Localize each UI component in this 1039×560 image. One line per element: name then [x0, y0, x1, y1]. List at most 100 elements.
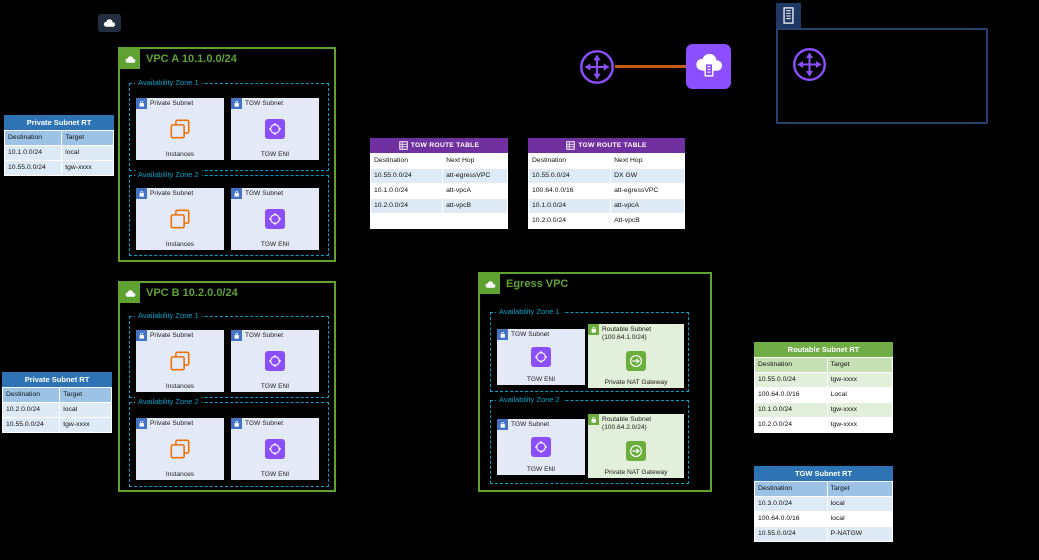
private-nat-gateway-icon	[588, 434, 684, 467]
resource-label: TGW ENI	[260, 471, 290, 478]
table-cell: Destination	[371, 154, 444, 169]
vpc-b-az1: Availability Zone 1 Private Subnet Insta…	[129, 311, 329, 398]
egress-az1-tgw-subnet: TGW Subnet TGW ENI	[497, 329, 585, 385]
resource-label: Private NAT Gateway	[604, 469, 668, 476]
vpc-b-az2-private-subnet: Private Subnet Instances	[136, 418, 224, 480]
table-title-text: TGW ROUTE TABLE	[410, 142, 480, 149]
table-cell: tgw-xxxx	[827, 418, 892, 433]
resource-label: Instances	[165, 151, 195, 158]
table-cell: P-NATGW	[827, 527, 892, 542]
tgw-eni-icon	[231, 430, 319, 468]
egress-az2-tgw-subnet: TGW Subnet TGW ENI	[497, 419, 585, 475]
table-title: TGW ROUTE TABLE	[370, 138, 508, 153]
subnet-title: Private Subnet	[150, 332, 194, 339]
direct-connect-gateway-icon	[686, 44, 731, 94]
table-cell: 10.2.0.0/24	[371, 199, 444, 214]
vpc-cloud-icon	[120, 49, 140, 69]
table-cell: Next Hop	[443, 154, 507, 169]
table-cell: Destination	[529, 154, 612, 169]
table-cell	[371, 214, 444, 229]
routable-subnet-lock-icon	[588, 324, 599, 335]
table-cell: 10.55.0.0/24	[529, 169, 612, 184]
table-title: Private Subnet RT	[4, 115, 114, 130]
table-cell: Destination	[3, 388, 61, 403]
resource-label: TGW ENI	[260, 151, 290, 158]
subnet-title: TGW Subnet	[511, 331, 550, 338]
table-cell: Target	[60, 388, 111, 403]
table-title: TGW ROUTE TABLE	[528, 138, 685, 153]
table-cell: Target	[62, 131, 113, 146]
data-center-box	[776, 28, 988, 124]
table-cell: 10.55.0.0/24	[371, 169, 444, 184]
private-subnet-lock-icon	[136, 418, 147, 429]
table-title: Routable Subnet RT	[754, 342, 893, 357]
table-cell: tgw-xxxx	[827, 373, 892, 388]
az-label: Availability Zone 2	[496, 395, 563, 404]
table-cell: att-vpcA	[611, 199, 684, 214]
table-cell: Target	[827, 482, 892, 497]
table-cell: att-vpcA	[443, 184, 507, 199]
egress-az1: Availability Zone 1 TGW Subnet TGW ENI R…	[490, 307, 689, 392]
customer-router-icon	[791, 46, 828, 88]
az-label: Availability Zone 1	[135, 311, 202, 320]
table-cell: 10.55.0.0/24	[755, 527, 828, 542]
table-title-text: TGW ROUTE TABLE	[578, 142, 647, 149]
private-subnet-lock-icon	[136, 330, 147, 341]
table-cell: local	[60, 403, 111, 418]
az-label: Availability Zone 2	[135, 170, 202, 179]
vpc-b-az1-private-subnet: Private Subnet Instances	[136, 330, 224, 392]
resource-label: TGW ENI	[260, 241, 290, 248]
table-cell: 10.1.0.0/24	[371, 184, 444, 199]
table-cell: Destination	[755, 482, 828, 497]
table-cell: tgw-xxxx	[62, 161, 113, 176]
table-cell: 10.55.0.0/24	[5, 161, 63, 176]
private-subnet-lock-icon	[136, 188, 147, 199]
subnet-title: Private Subnet	[150, 100, 194, 107]
instances-icon	[136, 110, 224, 148]
table-cell: att-vpcB	[443, 199, 507, 214]
table-cell: 10.2.0.0/24	[529, 214, 612, 229]
tgw-eni-icon	[231, 342, 319, 380]
table-cell: 10.3.0.0/24	[755, 497, 828, 512]
table-cell: tgw-xxxx	[60, 418, 111, 433]
resource-label: Instances	[165, 383, 195, 390]
egress-az2: Availability Zone 2 TGW Subnet TGW ENI R…	[490, 395, 689, 484]
subnet-title-line1: Routable Subnet	[602, 326, 652, 333]
subnet-title: TGW Subnet	[245, 420, 284, 427]
table-cell: 10.2.0.0/24	[755, 418, 828, 433]
routable-subnet-lock-icon	[588, 414, 599, 425]
table-cell: att-egressVPC	[443, 169, 507, 184]
tgw-eni-icon	[497, 431, 585, 463]
tgw-dxgw-connection-line	[615, 65, 687, 68]
egress-az1-routable-subnet: Routable Subnet (100.64.1.0/24) Private …	[588, 324, 684, 388]
subnet-title: TGW Subnet	[245, 100, 284, 107]
vpc-a-az1-private-subnet: Private Subnet Instances	[136, 98, 224, 160]
table-cell: Att-vpcB	[611, 214, 684, 229]
table-cell: 10.1.0.0/24	[5, 146, 63, 161]
private-subnet-lock-icon	[497, 419, 508, 430]
tgw-eni-icon	[231, 200, 319, 238]
